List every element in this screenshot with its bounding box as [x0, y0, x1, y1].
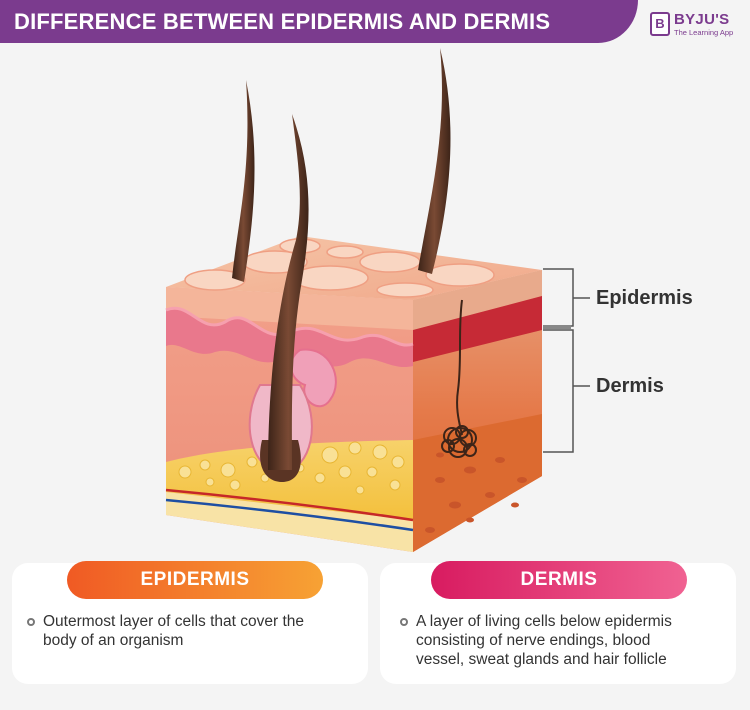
dermis-bracket — [543, 329, 574, 453]
dermis-card-heading: DERMIS — [431, 561, 687, 599]
epidermis-description-line: Outermost layer of cells that cover the — [43, 613, 305, 630]
page-title: DIFFERENCE BETWEEN EPIDERMIS AND DERMIS — [14, 9, 551, 34]
logo-mark-icon: B — [650, 12, 670, 36]
dermis-label: Dermis — [596, 375, 664, 397]
hair-strand-1 — [232, 80, 255, 282]
hair-strand-2 — [268, 114, 309, 470]
bullet-icon — [27, 618, 35, 626]
vein-line — [165, 498, 414, 532]
side-red-band — [413, 296, 542, 362]
epidermis-label: Epidermis — [596, 287, 693, 309]
bracket-separator — [543, 325, 571, 329]
side-epidermis-band — [413, 270, 542, 330]
side-lower-dermis — [413, 414, 542, 552]
sweat-gland-coil — [441, 425, 477, 458]
byjus-logo: B BYJU'S The Learning App — [650, 11, 746, 38]
epidermis-description-line: body of an organism — [43, 632, 184, 649]
dermis-description-line: A layer of living cells below epidermis — [416, 613, 672, 630]
dermis-description-line: vessel, sweat glands and hair follicle — [416, 651, 667, 668]
skin-cross-section-diagram — [165, 48, 590, 552]
dermis-description-line: consisting of nerve endings, blood — [416, 632, 651, 649]
logo-name: BYJU'S — [674, 11, 730, 28]
bullet-icon — [400, 618, 408, 626]
side-pores — [425, 452, 527, 533]
top-cells — [184, 238, 495, 298]
artery-line — [165, 488, 414, 522]
epidermis-bracket — [543, 268, 574, 327]
epidermis-card-heading: EPIDERMIS — [67, 561, 323, 599]
logo-tagline: The Learning App — [674, 28, 734, 37]
dermis-description: A layer of living cells below epidermis … — [416, 612, 726, 669]
hair-strand-3 — [418, 48, 451, 274]
title-banner: DIFFERENCE BETWEEN EPIDERMIS AND DERMIS — [0, 0, 638, 43]
epidermis-description: Outermost layer of cells that cover the … — [43, 612, 353, 650]
sweat-duct — [456, 299, 463, 436]
